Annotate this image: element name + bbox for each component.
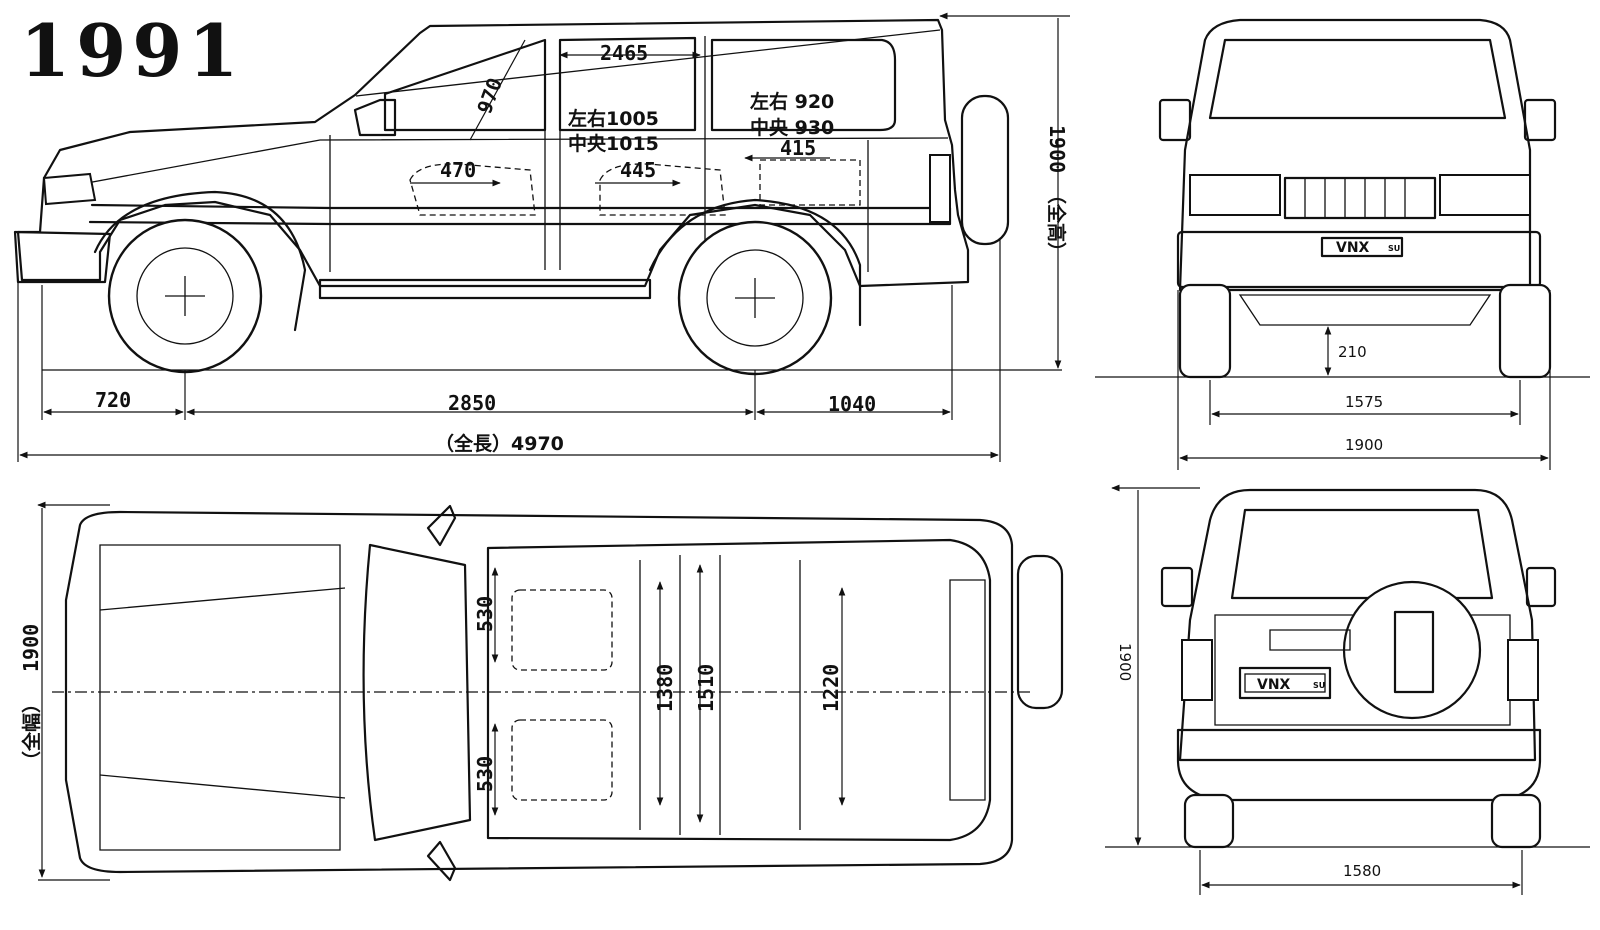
side-body-outline [16, 18, 970, 288]
right-mirror-rear [1525, 566, 1557, 608]
front-hub [136, 247, 234, 345]
front-window [383, 38, 547, 132]
rear-body-outline [1178, 488, 1537, 762]
left-mirror-rear [1160, 566, 1194, 608]
overall-length-value: （全長）4970 [435, 432, 564, 455]
hood [99, 544, 341, 851]
rear-fender [648, 198, 862, 327]
rear-hub [706, 249, 804, 347]
front-axle [1238, 294, 1492, 326]
front-plate [1320, 236, 1404, 258]
rear-right-tire [1490, 793, 1542, 849]
overall-height-dim [940, 16, 1070, 368]
interior-width-mid-value: 1510 [694, 664, 718, 712]
seat-gap-top-value: 530 [473, 596, 497, 632]
rear-plate-text: VNX [1257, 677, 1291, 693]
rear-overall-height-value: 1900 [1116, 643, 1134, 681]
front-overhang-value: 720 [95, 388, 131, 412]
overall-height-label: （全高） [1045, 185, 1068, 261]
top-body-outline [64, 510, 1014, 874]
side-mirror [353, 98, 397, 137]
headlight-side [42, 172, 97, 206]
front-bumper-side [13, 230, 112, 284]
rear-bumper [1176, 728, 1542, 802]
rear-plate-badge: SU [1313, 681, 1325, 690]
rear-plate [1244, 673, 1326, 693]
middle-seat-outline [599, 163, 726, 216]
rear-window [710, 38, 897, 132]
rear-seat-width-lr: 左右 920 [750, 90, 834, 113]
front-body-outline [1178, 18, 1532, 292]
roof-top [486, 538, 992, 842]
belt-line [59, 137, 949, 189]
front-plate-text: VNX [1336, 240, 1370, 256]
front-bumper [1176, 230, 1542, 289]
wheelbase-value: 2850 [448, 391, 496, 415]
seat-gap-bottom-value: 530 [473, 756, 497, 792]
right-headlight [1439, 174, 1531, 216]
front-fender [93, 190, 307, 332]
front-track-value: 1575 [1345, 393, 1383, 411]
left-mirror-front [1158, 98, 1192, 142]
spare-tire-top [1016, 554, 1064, 710]
ground-clearance-value: 210 [1338, 343, 1367, 361]
rear-plate-frame [1238, 666, 1332, 700]
front-overall-width-value: 1900 [1345, 436, 1383, 454]
rear-window-top [949, 579, 986, 801]
rear-window [1230, 508, 1494, 600]
taillight-side [929, 154, 951, 223]
front-seat-right-top [511, 719, 613, 801]
front-left-tire [1178, 283, 1232, 379]
front-seat-outline [409, 163, 536, 216]
interior-width-rear-value: 1220 [819, 664, 843, 712]
left-mirror-top [426, 504, 457, 547]
rear-seat-height-value: 445 [620, 158, 656, 182]
interior-length-value: 2465 [600, 41, 648, 65]
right-mirror-top [426, 840, 457, 882]
interior-width-front-value: 1380 [653, 664, 677, 712]
roof-rails [639, 555, 801, 835]
rear-track-value: 1580 [1343, 862, 1381, 880]
front-right-tire [1498, 283, 1552, 379]
left-headlight [1189, 174, 1281, 216]
side-view: 720 2850 1040 （全長）4970 2465 970 左右1005 中… [13, 16, 1070, 462]
left-taillight [1181, 639, 1213, 701]
top-overall-width-value: 1900 [19, 624, 43, 672]
front-seat-height-value: 470 [440, 158, 476, 182]
side-overall-height-value: 1900 [1045, 125, 1069, 173]
front-view: VNX SU 210 1575 1900 [1095, 18, 1590, 470]
top-view: 1900 （全幅） 530 530 1380 1510 1220 [19, 504, 1064, 882]
windshield-top [362, 543, 472, 842]
front-seat-width-center: 中央1015 [568, 132, 659, 155]
rear-seat-width-center: 中央 930 [750, 116, 834, 139]
spare-tire-side [960, 94, 1010, 246]
door-seams [329, 36, 869, 272]
headroom-value: 970 [472, 75, 507, 117]
rear-dim-value: 415 [780, 136, 816, 160]
rear-view: VNX SU 1900 1580 [1105, 488, 1590, 895]
front-seat-width-lr: 左右1005 [568, 107, 659, 130]
year-label: 1991 [20, 8, 244, 93]
rear-height-dim [1112, 488, 1200, 845]
top-width-dim [38, 505, 110, 880]
headroom-dim [469, 39, 526, 141]
windshield [1208, 38, 1507, 120]
front-grille [1283, 176, 1437, 220]
overall-width-label: （全幅） [20, 694, 43, 770]
right-taillight [1507, 639, 1539, 701]
front-plate-badge: SU [1388, 244, 1400, 253]
spare-tire-rear [1342, 580, 1482, 720]
spare-carrier [1393, 610, 1435, 694]
rear-seat-outline [759, 159, 861, 206]
running-board [318, 278, 652, 300]
rear-left-tire [1183, 793, 1235, 849]
right-mirror-front [1523, 98, 1557, 142]
front-seat-left-top [511, 589, 613, 671]
rear-overhang-value: 1040 [828, 392, 876, 416]
